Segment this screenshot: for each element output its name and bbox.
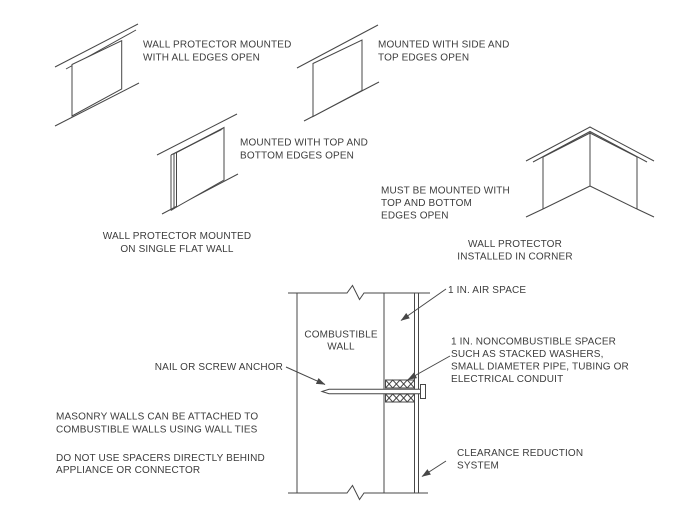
caption-top-bottom-line1: MOUNTED WITH TOP AND — [240, 138, 368, 149]
anchor-label: NAIL OR SCREW ANCHOR — [155, 362, 283, 373]
clearance-system-label-line1: CLEARANCE REDUCTION — [457, 448, 583, 459]
nail-or-screw-anchor — [320, 384, 426, 399]
spacer-band-bottom — [385, 393, 415, 403]
wall-protector-panel — [312, 39, 363, 118]
spacer-leader-arrow — [407, 355, 451, 380]
wall-top-edge-outer-line — [54, 23, 139, 68]
right-panel-bottom-edge — [589, 185, 638, 210]
wall-protector-panel — [71, 39, 123, 117]
spacer-label-line3: SMALL DIAMETER PIPE, TUBING OR — [451, 362, 629, 373]
diagram-top-bottom-open: MOUNTED WITH TOP AND BOTTOM EDGES OPEN W… — [103, 113, 368, 255]
diagram-all-edges-open: WALL PROTECTOR MOUNTED WITH ALL EDGES OP… — [54, 23, 292, 127]
wall-bottom-right-extension — [636, 208, 655, 218]
diagram-clearance-detail: COMBUSTIBLE WALL 1 IN. AIR SPACE 1 IN. N… — [56, 284, 629, 501]
caption-corner-line2: INSTALLED IN CORNER — [457, 252, 572, 263]
spacer-warning-line2: APPLIANCE OR CONNECTOR — [56, 465, 200, 476]
wall-top-edge-line — [156, 113, 238, 156]
masonry-note-line2: COMBUSTIBLE WALLS USING WALL TIES — [56, 425, 258, 436]
spacer-warning-line1: DO NOT USE SPACERS DIRECTLY BEHIND — [56, 453, 265, 464]
corner-note-line2: TOP AND BOTTOM — [381, 198, 472, 209]
corner-top-edge-outer-line — [525, 126, 655, 162]
spacer-hatch-top-a — [385, 379, 415, 389]
caption-corner-line1: WALL PROTECTOR — [468, 239, 562, 250]
spacer-band-top — [385, 379, 415, 389]
panel-thickness-bottom-line — [170, 206, 177, 211]
combustible-wall-label-line2: WALL — [327, 342, 355, 353]
clearance-system-leader-arrow — [421, 460, 447, 477]
corner-note-line1: MUST BE MOUNTED WITH — [381, 186, 510, 197]
spacer-hatch-top-b — [385, 379, 415, 389]
caption-all-edges-line2: WITH ALL EDGES OPEN — [143, 53, 260, 64]
left-panel-bottom-edge — [542, 185, 591, 210]
panel-thickness-top-line2 — [173, 128, 223, 155]
spacer-label-line4: ELECTRICAL CONDUIT — [451, 374, 563, 385]
diagram-side-top-open: MOUNTED WITH SIDE AND TOP EDGES OPEN — [296, 24, 510, 122]
clearance-system-label-line2: SYSTEM — [457, 461, 499, 472]
spacer-label-line2: SUCH AS STACKED WASHERS, — [451, 349, 604, 360]
air-space-label: 1 IN. AIR SPACE — [448, 285, 526, 296]
nail-head — [420, 384, 426, 399]
spacer-hatch-bottom-a — [385, 393, 415, 403]
combustible-wall-label-line1: COMBUSTIBLE — [304, 330, 378, 341]
wall-top-edge-line — [296, 24, 379, 69]
anchor-leader-arrow — [285, 366, 326, 385]
caption-side-top-line1: MOUNTED WITH SIDE AND — [378, 40, 510, 51]
wall-protector-panel-face — [176, 126, 225, 208]
caption-flat-wall-line2: ON SINGLE FLAT WALL — [120, 244, 234, 255]
masonry-note-line1: MASONRY WALLS CAN BE ATTACHED TO — [56, 412, 258, 423]
air-space-leader-arrow — [400, 288, 447, 321]
caption-top-bottom-line2: BOTTOM EDGES OPEN — [240, 151, 354, 162]
corner-note-line3: EDGES OPEN — [381, 211, 449, 222]
caption-flat-wall-line1: WALL PROTECTOR MOUNTED — [103, 231, 252, 242]
nail-shaft — [320, 388, 421, 395]
caption-side-top-line2: TOP EDGES OPEN — [378, 53, 469, 64]
section-bottom-line-with-break — [288, 484, 428, 501]
right-panel-top-edge — [589, 132, 638, 158]
wall-bottom-edge-line — [54, 82, 140, 127]
spacer-label-line1: 1 IN. NONCOMBUSTIBLE SPACER — [451, 337, 616, 348]
wall-bottom-left-extension — [525, 208, 544, 218]
caption-all-edges-line1: WALL PROTECTOR MOUNTED — [143, 40, 292, 51]
left-panel-top-edge — [542, 132, 591, 158]
spacer-hatch-bottom-b — [385, 393, 415, 403]
diagram-corner: MUST BE MOUNTED WITH TOP AND BOTTOM EDGE… — [381, 126, 655, 263]
section-top-line-with-break — [288, 284, 430, 301]
